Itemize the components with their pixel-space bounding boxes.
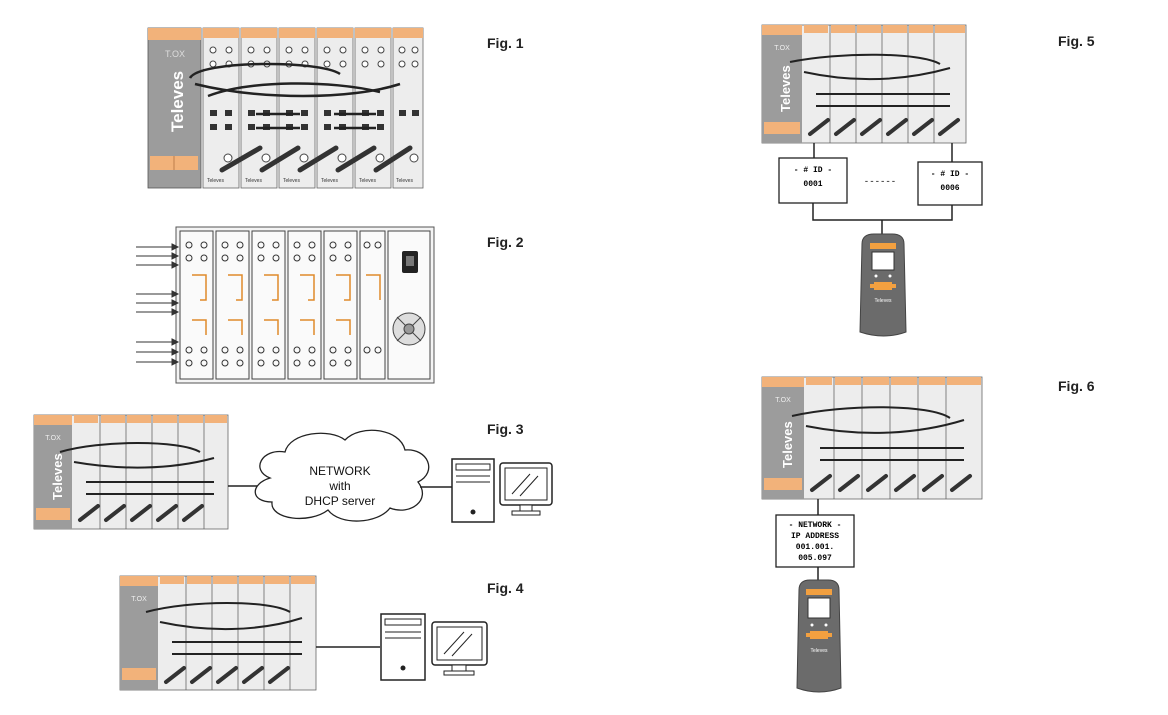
meter-brand: Televes bbox=[875, 298, 892, 304]
id-box-2-title: - # ID - bbox=[931, 170, 969, 179]
fig4-label: Fig. 4 bbox=[487, 580, 524, 596]
fig6-remote-meter: Televes bbox=[796, 579, 842, 693]
module-brand: Televes bbox=[396, 178, 413, 184]
brand-text: Televes bbox=[780, 421, 795, 468]
cloud-line-1: NETWORK bbox=[309, 464, 370, 478]
module-brand: Televes bbox=[359, 178, 376, 184]
fig1-label: Fig. 1 bbox=[487, 35, 524, 51]
module-brand: Televes bbox=[207, 178, 224, 184]
fig6-network-box: - NETWORK - IP ADDRESS 001.001. 005.097 bbox=[775, 514, 855, 568]
fig5-label: Fig. 5 bbox=[1058, 33, 1095, 49]
fig6-label: Fig. 6 bbox=[1058, 378, 1095, 394]
cloud-line-2: with bbox=[328, 479, 350, 493]
fig2-module-5 bbox=[323, 230, 358, 380]
fig2-power-supply bbox=[387, 230, 431, 380]
fig2-arrows bbox=[136, 243, 180, 366]
logo-text: T.OX bbox=[774, 45, 790, 52]
fig4-computer-icon bbox=[380, 613, 488, 681]
module-brand: Televes bbox=[245, 178, 262, 184]
fig5-headend: T.OX Televes bbox=[761, 24, 967, 162]
id-box-1-value: 0001 bbox=[803, 180, 822, 189]
fig6-headend: T.OX Televes bbox=[761, 376, 983, 515]
fig2-module-1 bbox=[179, 230, 214, 380]
fig1-module-2: Televes bbox=[240, 27, 278, 189]
fig1-module-3: Televes bbox=[278, 27, 316, 189]
fig2-module-4 bbox=[287, 230, 322, 380]
fig2-module-2 bbox=[215, 230, 250, 380]
fig1-cables bbox=[188, 62, 401, 130]
brand-text: Televes bbox=[778, 65, 793, 112]
fig3-label: Fig. 3 bbox=[487, 421, 524, 437]
id-box-1-title: - # ID - bbox=[794, 166, 832, 175]
logo-text: T.OX bbox=[165, 49, 185, 59]
network-line-3: 001.001. bbox=[796, 543, 834, 552]
logo-text: T.OX bbox=[775, 397, 791, 404]
network-line-1: - NETWORK - bbox=[789, 521, 842, 530]
fig5-id-box-2: - # ID - 0006 bbox=[917, 161, 983, 206]
fig1-power-cables bbox=[219, 145, 413, 173]
fig2-label: Fig. 2 bbox=[487, 234, 524, 250]
brand-text: Televes bbox=[168, 71, 187, 132]
fig1-headend: T.OX Televes Televes bbox=[147, 27, 424, 189]
fig2-rack-rear bbox=[136, 226, 435, 384]
fig2-module-3 bbox=[251, 230, 286, 380]
fig4-headend: T.OX bbox=[119, 575, 380, 691]
fig5-id-box-1: - # ID - 0001 bbox=[778, 157, 848, 204]
fig3-network-cloud: NETWORK with DHCP server bbox=[254, 429, 430, 522]
fig1-module-4: Televes bbox=[316, 27, 354, 189]
fig2-module-6 bbox=[359, 230, 386, 380]
module-brand: Televes bbox=[283, 178, 300, 184]
fig5-remote-meter: Televes bbox=[859, 233, 907, 337]
brand-text: Televes bbox=[50, 453, 65, 500]
fig1-module-6: Televes bbox=[392, 27, 424, 189]
fig3-computer-icon bbox=[451, 458, 553, 523]
fig3-headend: T.OX Televes bbox=[33, 414, 262, 530]
id-box-2-value: 0006 bbox=[940, 184, 959, 193]
network-line-4: 005.097 bbox=[798, 554, 832, 563]
network-line-2: IP ADDRESS bbox=[791, 532, 839, 541]
logo-text: T.OX bbox=[45, 435, 61, 442]
module-brand: Televes bbox=[321, 178, 338, 184]
cloud-line-3: DHCP server bbox=[305, 494, 375, 508]
logo-text: T.OX bbox=[131, 596, 147, 603]
meter-brand: Televes bbox=[811, 648, 828, 654]
fig5-ellipsis: ------ bbox=[864, 177, 896, 187]
